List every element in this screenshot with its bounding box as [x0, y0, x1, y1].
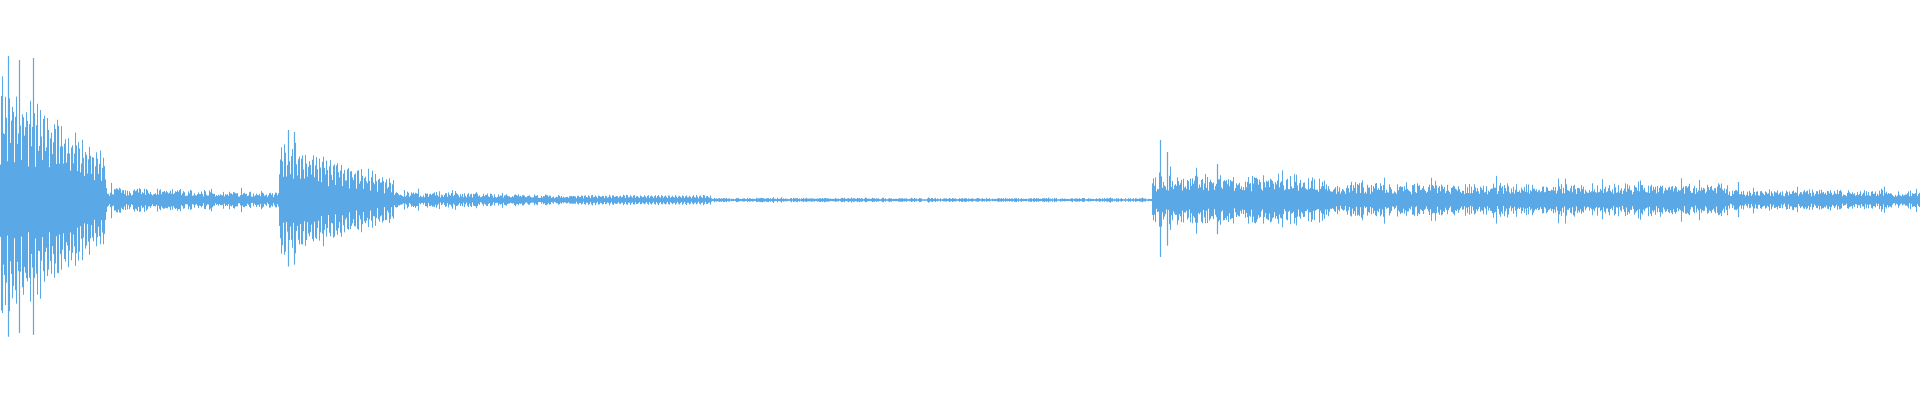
audio-waveform — [0, 56, 1920, 337]
